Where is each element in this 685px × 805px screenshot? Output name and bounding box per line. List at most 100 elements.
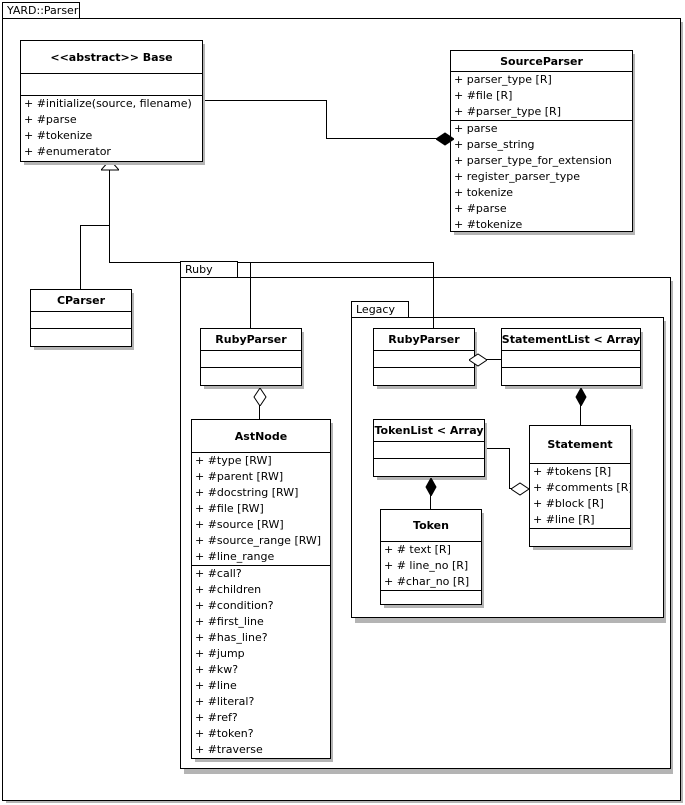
hollow-triangle-base bbox=[101, 160, 119, 171]
edge-legacyrubyparser-statementlist bbox=[483, 359, 501, 360]
member: + #parse bbox=[24, 113, 77, 126]
edge-base-sourceparser-seg3 bbox=[326, 138, 441, 139]
member: + # line_no [R] bbox=[384, 559, 469, 572]
member: + #parse bbox=[454, 202, 507, 215]
class-box-statementlist[interactable]: StatementList < Array bbox=[501, 328, 641, 386]
member: + parse_string bbox=[454, 138, 535, 151]
member: + #tokenize bbox=[24, 129, 93, 142]
member: + parser_type_for_extension bbox=[454, 154, 612, 167]
edge-base-cparser-h bbox=[80, 225, 110, 226]
class-attributes-tokenlist bbox=[374, 442, 484, 459]
member: + #children bbox=[195, 583, 262, 596]
member: + #ref? bbox=[195, 711, 238, 724]
member: + #tokens [R] bbox=[533, 465, 612, 478]
class-box-base[interactable]: <<abstract>> Base + #initialize(source, … bbox=[20, 40, 203, 162]
edge-base-rubyparser-v bbox=[250, 262, 251, 328]
edge-statement-tokenlist-seg2 bbox=[509, 448, 510, 488]
filled-diamond-statementlist-statement bbox=[575, 388, 587, 406]
class-methods-cparser bbox=[31, 329, 131, 346]
class-box-rubyparser[interactable]: RubyParser bbox=[200, 328, 302, 386]
package-label-ruby: Ruby bbox=[185, 263, 213, 276]
member: + #line_range bbox=[195, 550, 275, 563]
edge-base-cparser-v bbox=[80, 225, 81, 289]
class-methods-rubyparser bbox=[201, 368, 301, 385]
class-attributes-rubyparser bbox=[201, 351, 301, 368]
member: + #condition? bbox=[195, 599, 274, 612]
filled-diamond-sourceparser bbox=[436, 132, 454, 146]
member: + #parser_type [R] bbox=[454, 105, 561, 118]
edge-base-sourceparser-seg2 bbox=[326, 100, 327, 139]
class-attributes-statementlist bbox=[502, 351, 640, 368]
class-title-statement: Statement bbox=[530, 426, 630, 464]
package-label-legacy: Legacy bbox=[356, 303, 395, 316]
member: + tokenize bbox=[454, 186, 514, 199]
member: + #call? bbox=[195, 567, 242, 580]
member: + #comments [R] bbox=[533, 481, 630, 494]
class-methods-base: + #initialize(source, filename) + #parse… bbox=[21, 96, 202, 160]
package-label-yard-parser: YARD::Parser bbox=[7, 4, 79, 17]
package-tab-yard-parser: YARD::Parser bbox=[2, 2, 80, 19]
edge-statementlist-statement bbox=[580, 394, 581, 425]
member: + #docstring [RW] bbox=[195, 486, 299, 499]
edge-base-legacyrubyparser-v bbox=[433, 262, 434, 328]
class-title-sourceparser: SourceParser bbox=[451, 51, 632, 72]
class-attributes-token: + # text [R] + # line_no [R] + #char_no … bbox=[381, 542, 481, 591]
class-title-cparser: CParser bbox=[31, 290, 131, 312]
class-attributes-sourceparser: + parser_type [R] + #file [R] + #parser_… bbox=[451, 72, 632, 121]
member: + parser_type [R] bbox=[454, 73, 552, 86]
class-title-statementlist: StatementList < Array bbox=[502, 329, 640, 351]
class-methods-statementlist bbox=[502, 368, 640, 385]
member: + #tokenize bbox=[454, 218, 523, 231]
package-tab-legacy: Legacy bbox=[351, 301, 409, 318]
class-attributes-statement: + #tokens [R] + #comments [R] + #block [… bbox=[530, 464, 630, 529]
hollow-diamond-legacyrubyparser-statementlist bbox=[469, 353, 487, 367]
member: + #has_line? bbox=[195, 631, 268, 644]
member: + #kw? bbox=[195, 663, 239, 676]
member: + #first_line bbox=[195, 615, 264, 628]
member: + #source [RW] bbox=[195, 518, 284, 531]
class-box-cparser[interactable]: CParser bbox=[30, 289, 132, 347]
member: + register_parser_type bbox=[454, 170, 580, 183]
member: + #file [R] bbox=[454, 89, 513, 102]
class-attributes-astnode: + #type [RW] + #parent [RW] + #docstring… bbox=[192, 453, 330, 566]
class-methods-tokenlist bbox=[374, 459, 484, 476]
member: + #line [R] bbox=[533, 513, 595, 526]
class-methods-legacy-rubyparser bbox=[374, 368, 474, 385]
class-box-token[interactable]: Token + # text [R] + # line_no [R] + #ch… bbox=[380, 509, 482, 605]
member: + #block [R] bbox=[533, 497, 604, 510]
edge-generalization-bus bbox=[109, 262, 434, 263]
class-box-legacy-rubyparser[interactable]: RubyParser bbox=[373, 328, 475, 386]
package-tab-ruby: Ruby bbox=[180, 261, 238, 278]
class-attributes-cparser bbox=[31, 312, 131, 329]
hollow-diamond-rubyparser-astnode bbox=[253, 388, 267, 406]
member: + #parent [RW] bbox=[195, 470, 284, 483]
hollow-diamond-statement-tokenlist bbox=[511, 482, 529, 496]
member: + #char_no [R] bbox=[384, 575, 470, 588]
edge-statement-tokenlist-seg1 bbox=[480, 448, 510, 449]
class-methods-astnode: + #call? + #children + #condition? + #fi… bbox=[192, 566, 330, 758]
member: + #file [RW] bbox=[195, 502, 264, 515]
class-box-astnode[interactable]: AstNode + #type [RW] + #parent [RW] + #d… bbox=[191, 419, 331, 759]
member: + #jump bbox=[195, 647, 245, 660]
class-attributes-legacy-rubyparser bbox=[374, 351, 474, 368]
member: + #type [RW] bbox=[195, 454, 272, 467]
class-box-tokenlist[interactable]: TokenList < Array bbox=[373, 419, 485, 477]
class-box-sourceparser[interactable]: SourceParser + parser_type [R] + #file [… bbox=[450, 50, 633, 232]
class-title-astnode: AstNode bbox=[192, 420, 330, 453]
filled-diamond-tokenlist-token bbox=[425, 478, 437, 496]
member: + #line bbox=[195, 679, 237, 692]
class-attributes-base bbox=[21, 74, 202, 96]
class-methods-token bbox=[381, 591, 481, 605]
member: + #initialize(source, filename) bbox=[24, 97, 192, 110]
edge-rubyparser-astnode bbox=[259, 394, 260, 419]
class-methods-statement bbox=[530, 529, 630, 548]
class-methods-sourceparser: + parse + parse_string + parser_type_for… bbox=[451, 121, 632, 233]
class-title-tokenlist: TokenList < Array bbox=[374, 420, 484, 442]
class-title-legacy-rubyparser: RubyParser bbox=[374, 329, 474, 351]
class-title-base: <<abstract>> Base bbox=[21, 41, 202, 74]
member: + #enumerator bbox=[24, 145, 111, 158]
edge-generalization-trunk bbox=[109, 170, 110, 263]
class-box-statement[interactable]: Statement + #tokens [R] + #comments [R] … bbox=[529, 425, 631, 547]
member: + #token? bbox=[195, 727, 254, 740]
member: + #literal? bbox=[195, 695, 255, 708]
